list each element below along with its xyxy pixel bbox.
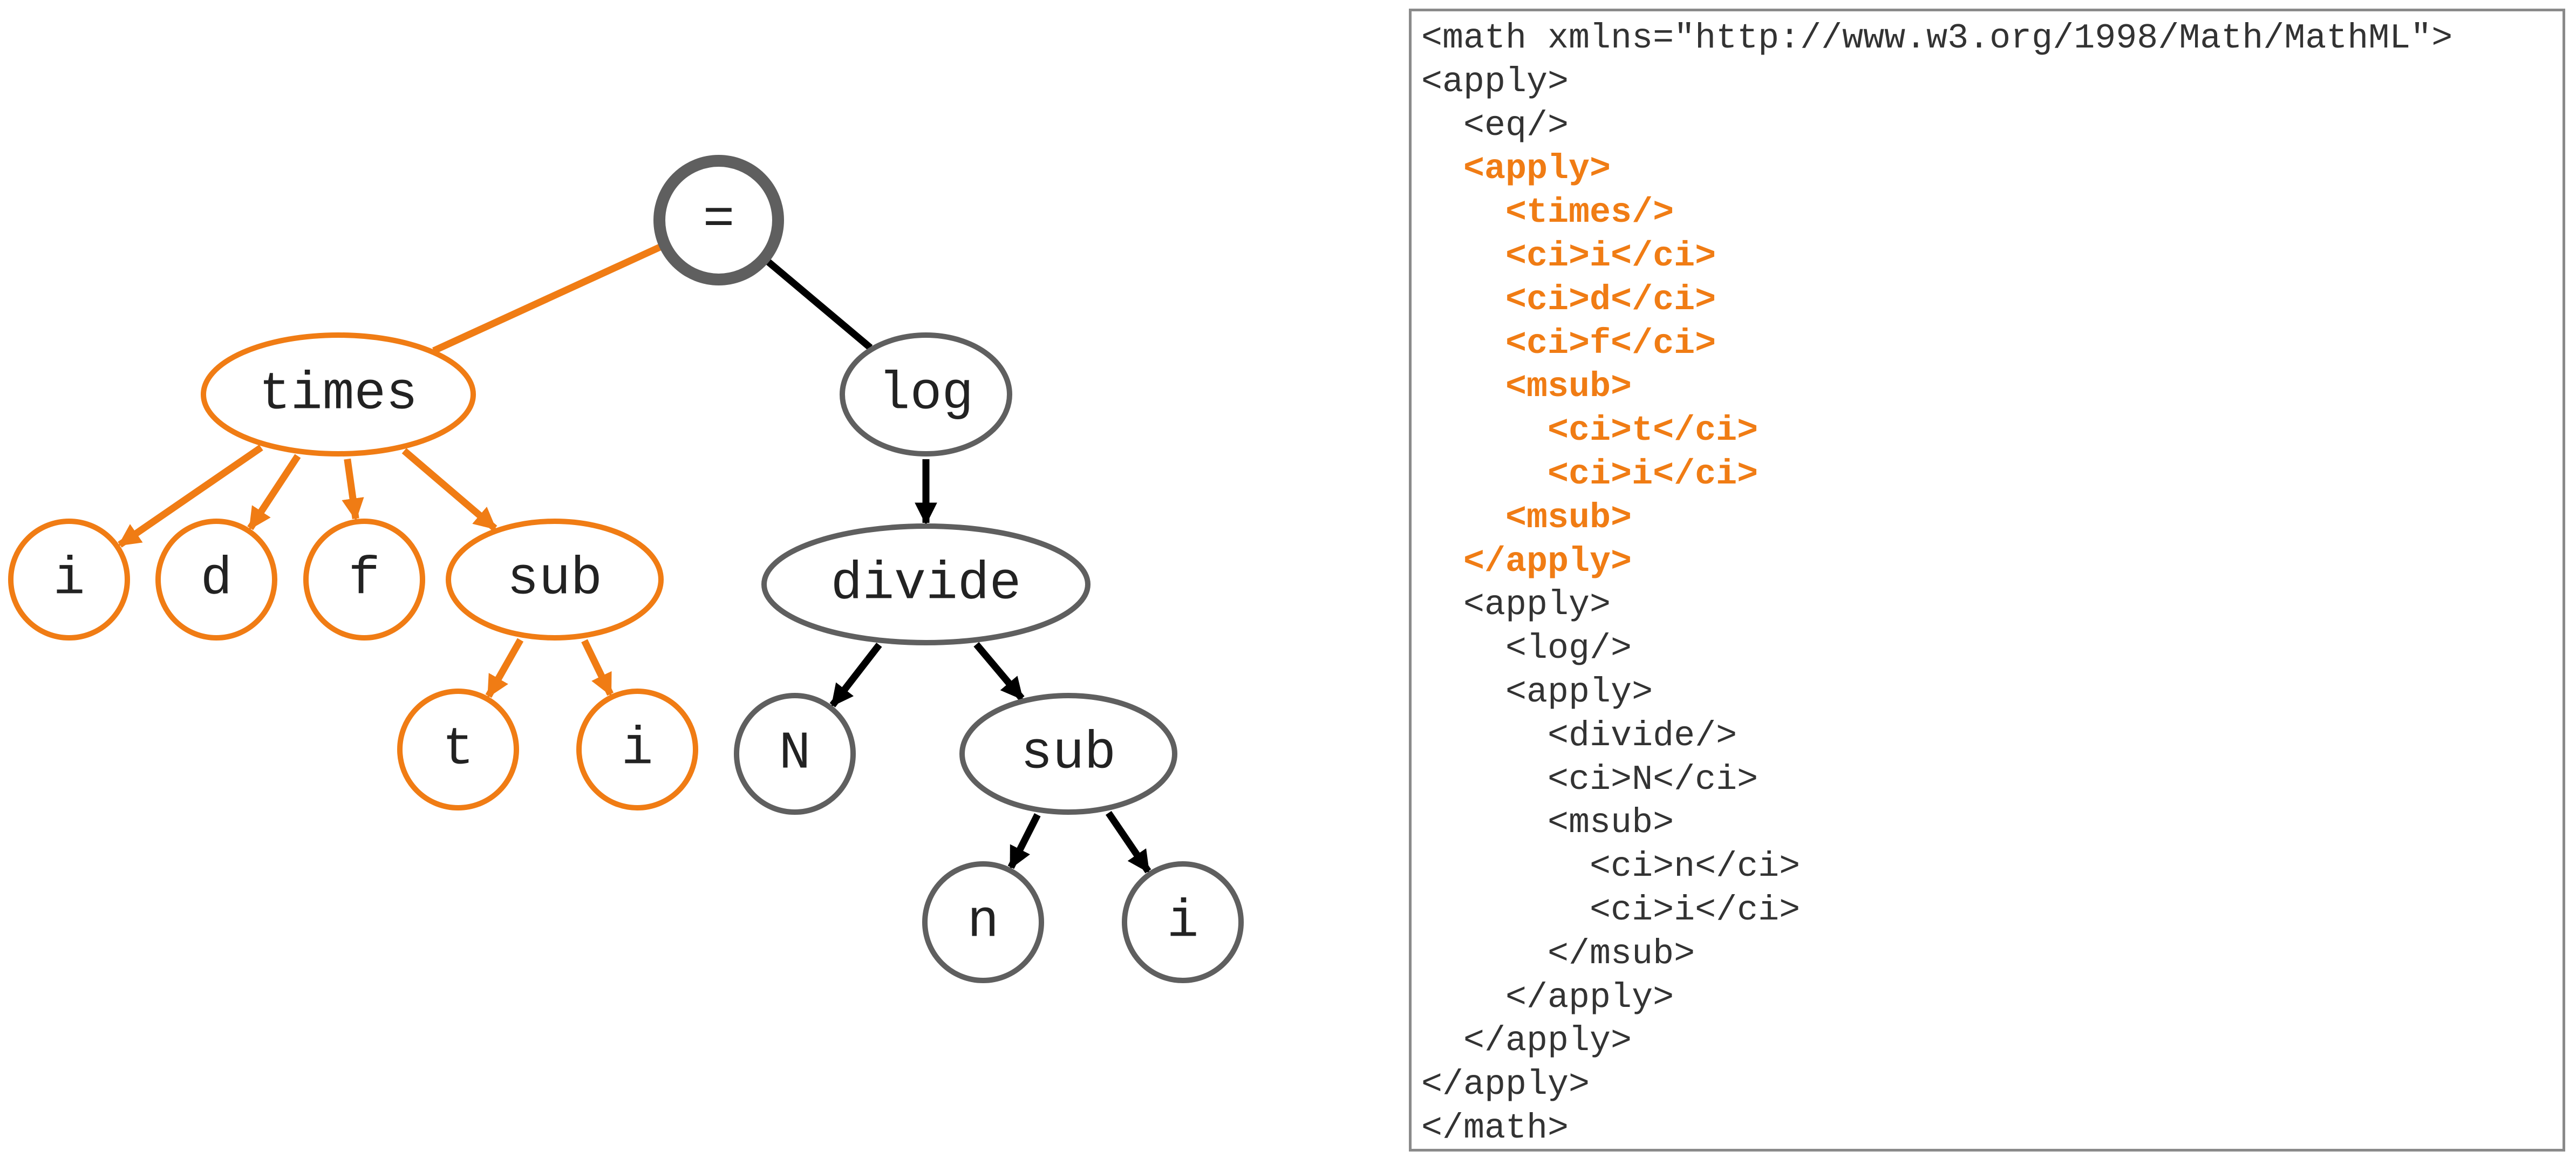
- code-line: <msub>: [1421, 803, 1674, 843]
- code-line: <apply>: [1421, 672, 1653, 712]
- code-line: <ci>i</ci>: [1421, 236, 1716, 276]
- node-label-d: d: [201, 550, 233, 610]
- tree-node-i2: i: [576, 689, 698, 810]
- edge-times-to-sub1: [401, 448, 498, 532]
- tree-edges: [118, 242, 1151, 874]
- tree-node-i1: i: [8, 519, 130, 641]
- node-shape-eq: [653, 155, 784, 285]
- code-line: </apply>: [1421, 541, 1632, 582]
- edge-sub2-to-n: [1007, 813, 1041, 870]
- mathml-code-panel: <math xmlns="http://www.w3.org/1998/Math…: [1409, 9, 2565, 1152]
- tree-node-d: d: [155, 519, 277, 641]
- tree-node-sub1: sub: [446, 519, 664, 641]
- code-line: <eq/>: [1421, 105, 1569, 146]
- node-label-sub2: sub: [1021, 724, 1116, 784]
- code-line: <ci>t</ci>: [1421, 411, 1759, 451]
- code-line: <math xmlns="http://www.w3.org/1998/Math…: [1421, 18, 2453, 58]
- node-shape-divide: [761, 523, 1091, 645]
- node-shape-f: [303, 519, 425, 641]
- tree-node-log: log: [840, 332, 1012, 457]
- code-line: </apply>: [1421, 1065, 1590, 1105]
- node-shape-i2: [576, 689, 698, 810]
- code-line: <msub>: [1421, 367, 1632, 407]
- edge-times-to-i1: [118, 444, 263, 548]
- code-line: <log/>: [1421, 629, 1632, 669]
- code-line: <ci>N</ci>: [1421, 759, 1759, 800]
- node-label-i1: i: [53, 550, 85, 610]
- node-shape-sub2: [959, 693, 1177, 815]
- edge-times-to-f: [342, 458, 364, 521]
- node-label-f: f: [349, 550, 380, 610]
- code-line: </math>: [1421, 1108, 1569, 1148]
- code-line: </apply>: [1421, 1021, 1632, 1061]
- tree-node-t: t: [397, 689, 519, 810]
- code-line: <divide/>: [1421, 716, 1737, 756]
- node-shape-N: [734, 693, 856, 815]
- edge-sub1-to-i2: [581, 639, 614, 697]
- node-label-log: log: [878, 365, 973, 425]
- tree-node-n: n: [922, 861, 1044, 983]
- edge-eq-to-log: [764, 257, 873, 351]
- code-line: <ci>d</ci>: [1421, 280, 1716, 320]
- node-shape-i3: [1122, 861, 1244, 983]
- node-shape-log: [840, 332, 1012, 457]
- code-line: <msub>: [1421, 498, 1632, 538]
- tree-node-N: N: [734, 693, 856, 815]
- node-label-n: n: [967, 893, 999, 952]
- code-line: <ci>i</ci>: [1421, 454, 1759, 494]
- node-shape-t: [397, 689, 519, 810]
- code-line: <apply>: [1421, 585, 1611, 625]
- tree-node-times: times: [201, 332, 476, 457]
- node-label-t: t: [442, 720, 474, 780]
- node-shape-n: [922, 861, 1044, 983]
- node-label-i2: i: [622, 720, 653, 780]
- tree-node-f: f: [303, 519, 425, 641]
- tree-node-sub2: sub: [959, 693, 1177, 815]
- node-shape-d: [155, 519, 277, 641]
- edge-eq-to-times: [432, 242, 665, 354]
- code-line: <apply>: [1421, 149, 1611, 189]
- code-line: </apply>: [1421, 977, 1674, 1018]
- code-line: </msub>: [1421, 934, 1695, 974]
- node-label-N: N: [779, 724, 811, 784]
- node-shape-i1: [8, 519, 130, 641]
- tree-node-eq: =: [653, 155, 784, 285]
- node-shape-sub1: [446, 519, 664, 641]
- tree-node-i3: i: [1122, 861, 1244, 983]
- node-label-divide: divide: [831, 555, 1021, 615]
- code-line: <ci>n</ci>: [1421, 847, 1801, 887]
- node-label-eq: =: [703, 190, 735, 250]
- node-label-times: times: [259, 365, 418, 425]
- code-line: <apply>: [1421, 62, 1569, 102]
- edge-divide-to-N: [829, 642, 882, 707]
- edge-times-to-d: [247, 454, 301, 530]
- node-label-sub1: sub: [507, 550, 602, 610]
- code-line: <ci>i</ci>: [1421, 890, 1801, 930]
- edge-sub2-to-i3: [1106, 810, 1151, 874]
- node-shape-times: [201, 332, 476, 457]
- code-line: <ci>f</ci>: [1421, 323, 1716, 364]
- code-line: <times/>: [1421, 193, 1674, 233]
- edge-sub1-to-t: [485, 638, 524, 698]
- edge-divide-to-sub2: [973, 642, 1025, 701]
- node-label-i3: i: [1167, 893, 1199, 952]
- tree-node-divide: divide: [761, 523, 1091, 645]
